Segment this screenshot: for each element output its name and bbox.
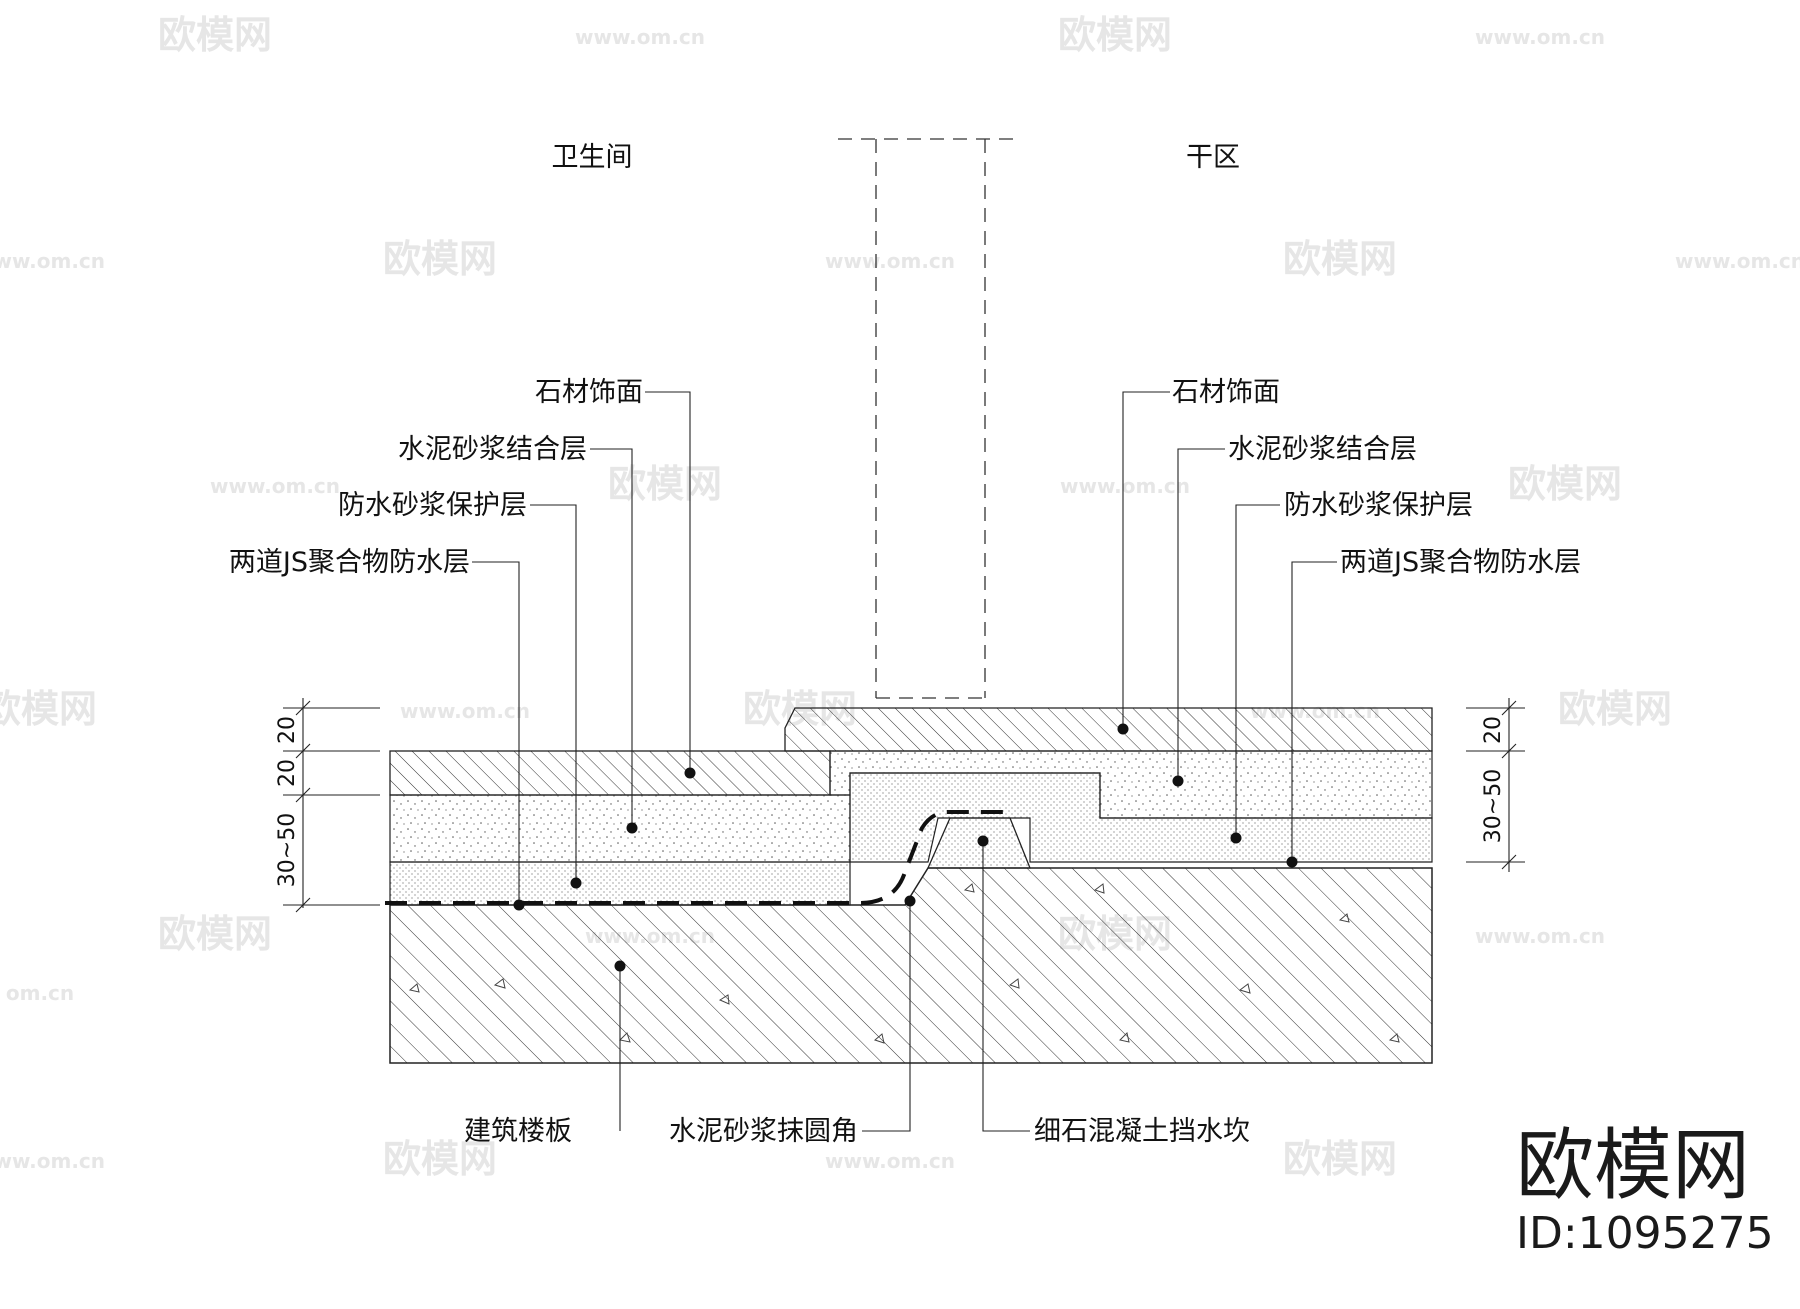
left-stone-layer: [389, 750, 831, 796]
watermark-url: www.om.cn: [825, 249, 955, 273]
right-label-mortar: 水泥砂浆结合层: [1228, 434, 1417, 465]
watermark-url: www.om.cn: [575, 25, 705, 49]
watermark-url-short: om.cn: [6, 981, 74, 1005]
watermark-name: 欧模网: [1283, 237, 1397, 281]
bottom-label-slab: 建筑楼板: [464, 1116, 572, 1147]
watermark-name: 欧模网: [383, 237, 497, 281]
dimension-lines: [283, 698, 1525, 913]
watermark-url: www.om.cn: [400, 699, 530, 723]
watermark-url: www.om.cn: [0, 1149, 105, 1173]
wall-outline: [838, 138, 1022, 699]
left-label-stone: 石材饰面: [535, 377, 643, 408]
watermark-url: www.om.cn: [1675, 249, 1800, 273]
right-label-waterproof: 两道JS聚合物防水层: [1340, 547, 1581, 578]
watermark-name: 欧模网: [158, 13, 272, 57]
watermark-name: 欧模网: [1508, 462, 1622, 506]
left-protection-layer: [389, 861, 851, 906]
dim-left-3: 30~50: [275, 813, 300, 887]
zone-right-title: 干区: [1186, 142, 1240, 173]
bottom-label-curb: 细石混凝土挡水坎: [1034, 1116, 1250, 1147]
watermark-name: 欧模网: [1283, 1137, 1397, 1181]
watermark-url: www.om.cn: [1475, 25, 1605, 49]
right-label-stone: 石材饰面: [1172, 377, 1280, 408]
left-mortar-layer: [389, 794, 851, 863]
watermark-url: www.om.cn: [0, 249, 105, 273]
brand-name: 欧模网: [1516, 1121, 1750, 1211]
watermark-name: 欧模网: [608, 462, 722, 506]
watermark-url: www.om.cn: [1475, 924, 1605, 948]
slab-aggregate: [408, 883, 1400, 1044]
left-label-protection: 防水砂浆保护层: [338, 490, 527, 521]
bottom-label-fillet: 水泥砂浆抹圆角: [669, 1116, 858, 1147]
watermark-url: www.om.cn: [1060, 474, 1190, 498]
dim-right-2: 30~50: [1481, 769, 1506, 843]
right-stone-layer: [784, 707, 1433, 752]
left-label-mortar: 水泥砂浆结合层: [398, 434, 587, 465]
zone-left-title: 卫生间: [552, 142, 633, 173]
left-label-waterproof: 两道JS聚合物防水层: [229, 547, 470, 578]
waterproof-membrane: [385, 810, 1005, 905]
watermark-name: 欧模网: [383, 1137, 497, 1181]
leader-dots: [513, 723, 1298, 972]
watermark-url: www.om.cn: [825, 1149, 955, 1173]
brand-id: ID:1095275: [1516, 1208, 1774, 1259]
watermark-name: 欧模网: [158, 912, 272, 956]
watermark-name: 欧模网: [1558, 687, 1672, 731]
dim-left-1: 20: [275, 716, 300, 744]
watermark-name: 欧模网: [1058, 13, 1172, 57]
watermark-name: 欧模网: [0, 687, 97, 731]
leader-lines: [472, 391, 1337, 1132]
right-mortar-layer: [829, 750, 1433, 819]
right-label-protection: 防水砂浆保护层: [1284, 490, 1473, 521]
dim-left-2: 20: [275, 759, 300, 787]
watermark-url: www.om.cn: [210, 474, 340, 498]
dim-right-1: 20: [1481, 716, 1506, 744]
